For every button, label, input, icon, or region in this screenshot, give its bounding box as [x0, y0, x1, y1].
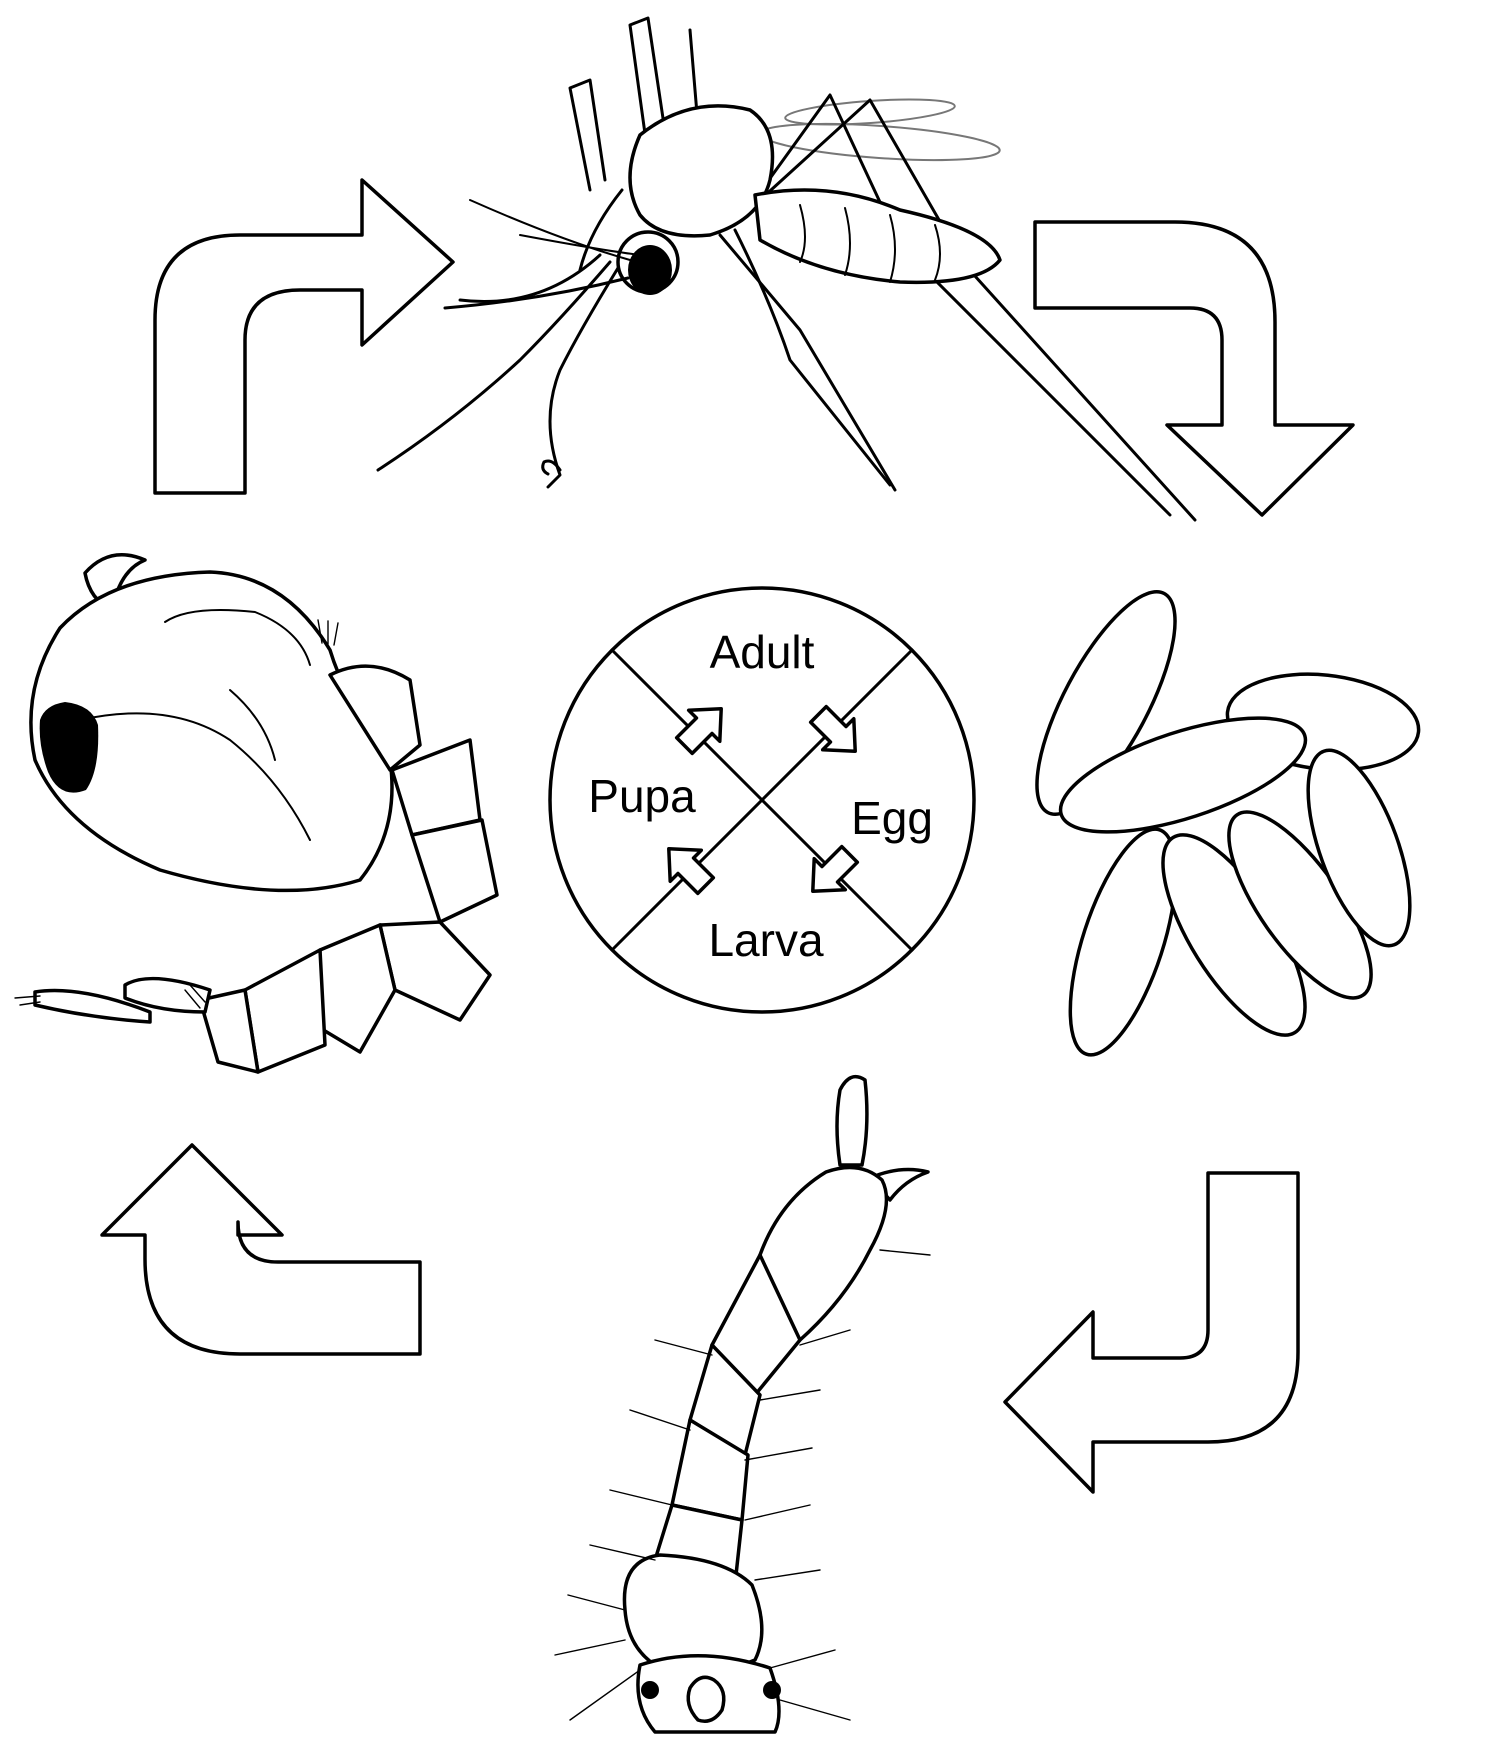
cycle-arrow-egg-to-larva — [1005, 1173, 1298, 1492]
mosquito-larva-illustration — [555, 1077, 930, 1732]
mosquito-pupa-illustration — [15, 555, 497, 1072]
label-adult: Adult — [710, 626, 815, 678]
stage-legend-disc: Adult Egg Larva Pupa — [550, 588, 974, 1012]
label-pupa: Pupa — [588, 770, 696, 822]
label-egg: Egg — [851, 792, 933, 844]
cycle-arrow-pupa-to-adult — [155, 180, 453, 493]
cycle-arrow-adult-to-egg — [1035, 222, 1353, 515]
mosquito-eggs-illustration — [1011, 574, 1431, 1067]
label-larva: Larva — [708, 914, 823, 966]
cycle-arrow-larva-to-pupa — [102, 1145, 420, 1354]
